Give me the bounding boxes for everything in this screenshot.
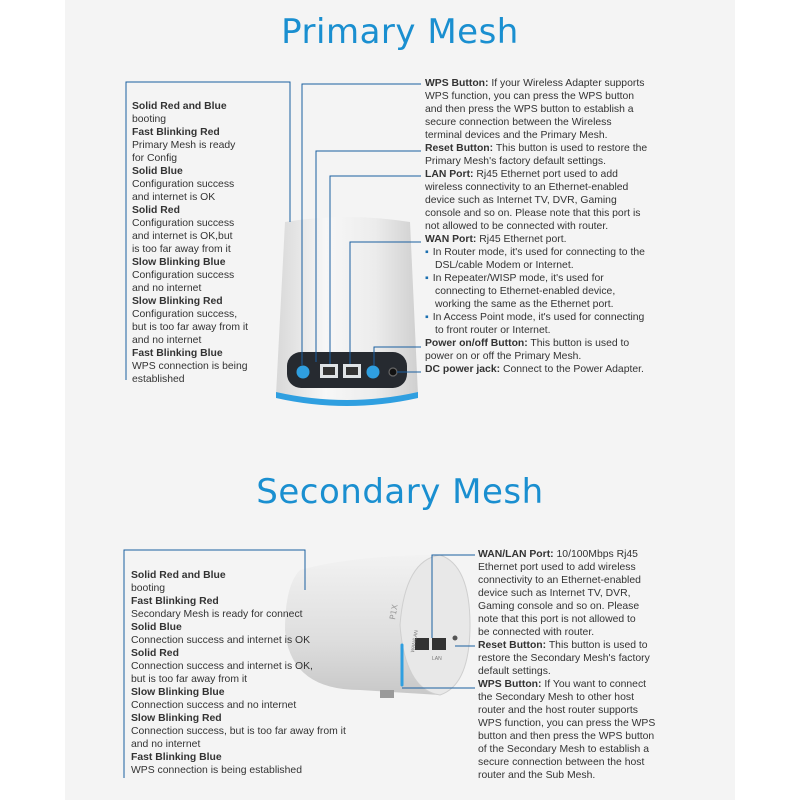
secondary-port-legend: WAN/LAN Port: 10/100Mbps Rj45 Ethernet p… (478, 548, 678, 782)
reset-button-description: Reset Button: This button is used to res… (425, 142, 675, 168)
primary-mesh-device (276, 217, 418, 406)
wan-port-description: WAN Port: Rj45 Ethernet port. In Router … (425, 233, 675, 337)
wps-button-description: WPS Button: If You want to connect the S… (478, 678, 678, 782)
power-button-description: Power on/off Button: This button is used… (425, 337, 675, 363)
wan-lan-port-description: WAN/LAN Port: 10/100Mbps Rj45 Ethernet p… (478, 548, 678, 639)
list-item: In Repeater/WISP mode, it's used for (425, 272, 675, 285)
power-button (367, 366, 380, 379)
list-item: In Router mode, it's used for connecting… (425, 246, 675, 259)
lan-port-description: LAN Port: Rj45 Ethernet port used to add… (425, 168, 675, 233)
primary-port-legend: WPS Button: If your Wireless Adapter sup… (425, 77, 675, 376)
dc-jack-description: DC power jack: Connect to the Power Adap… (425, 363, 675, 376)
wps-button-description: WPS Button: If your Wireless Adapter sup… (425, 77, 675, 142)
list-item: In Access Point mode, it's used for conn… (425, 311, 675, 324)
port-label-lan: LAN (432, 656, 442, 662)
wps-button (297, 366, 310, 379)
reset-button-description: Reset Button: This button is used to res… (478, 639, 678, 678)
